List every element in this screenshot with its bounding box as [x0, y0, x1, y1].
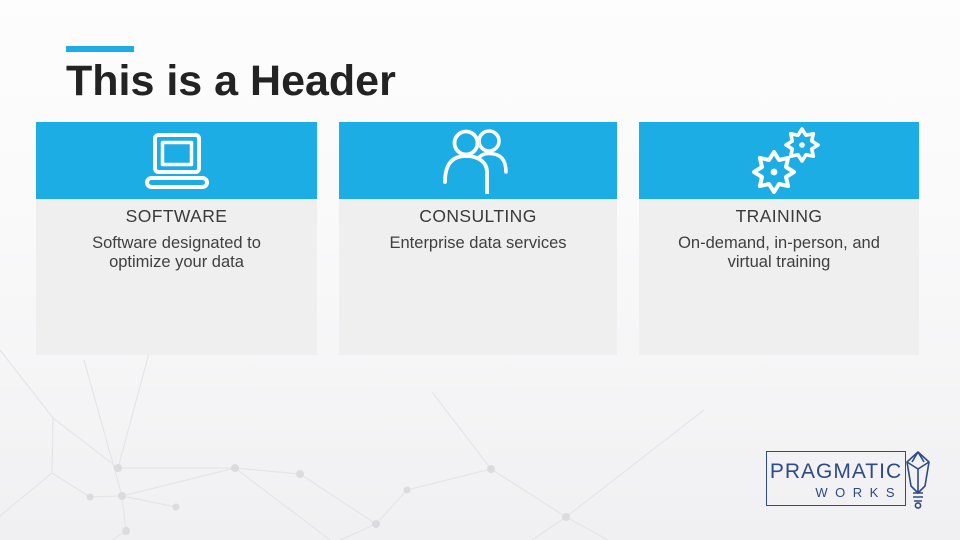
card-title: SOFTWARE [125, 206, 228, 226]
cards-row: SOFTWARE Software designated to optimize… [36, 122, 919, 355]
page-title: This is a Header [66, 57, 396, 105]
pragmatic-works-logo: PRAGMATIC WORKS [766, 451, 930, 509]
card-training: TRAINING On-demand, in-person, and virtu… [639, 122, 919, 355]
card-description: On-demand, in-person, and virtual traini… [678, 234, 880, 272]
card-consulting-body: CONSULTING Enterprise data services [339, 199, 617, 355]
logo-text-primary: PRAGMATIC [769, 459, 903, 483]
logo-frame: PRAGMATIC WORKS [766, 451, 906, 506]
card-training-header [639, 122, 919, 199]
card-title: TRAINING [735, 206, 823, 226]
card-consulting-header [339, 122, 617, 199]
card-description: Software designated to optimize your dat… [92, 234, 261, 272]
title-accent-bar [66, 46, 134, 52]
gears-icon [752, 126, 820, 194]
card-description: Enterprise data services [389, 234, 567, 252]
logo-text-secondary: WORKS [815, 484, 902, 500]
card-training-body: TRAINING On-demand, in-person, and virtu… [639, 199, 919, 355]
card-consulting: CONSULTING Enterprise data services [339, 122, 617, 355]
card-software: SOFTWARE Software designated to optimize… [36, 122, 317, 355]
card-title: CONSULTING [419, 206, 537, 226]
people-icon [443, 128, 508, 194]
card-software-header [36, 122, 317, 199]
lightbulb-gem-icon [906, 451, 930, 509]
card-software-body: SOFTWARE Software designated to optimize… [36, 199, 317, 355]
laptop-icon [144, 132, 209, 189]
